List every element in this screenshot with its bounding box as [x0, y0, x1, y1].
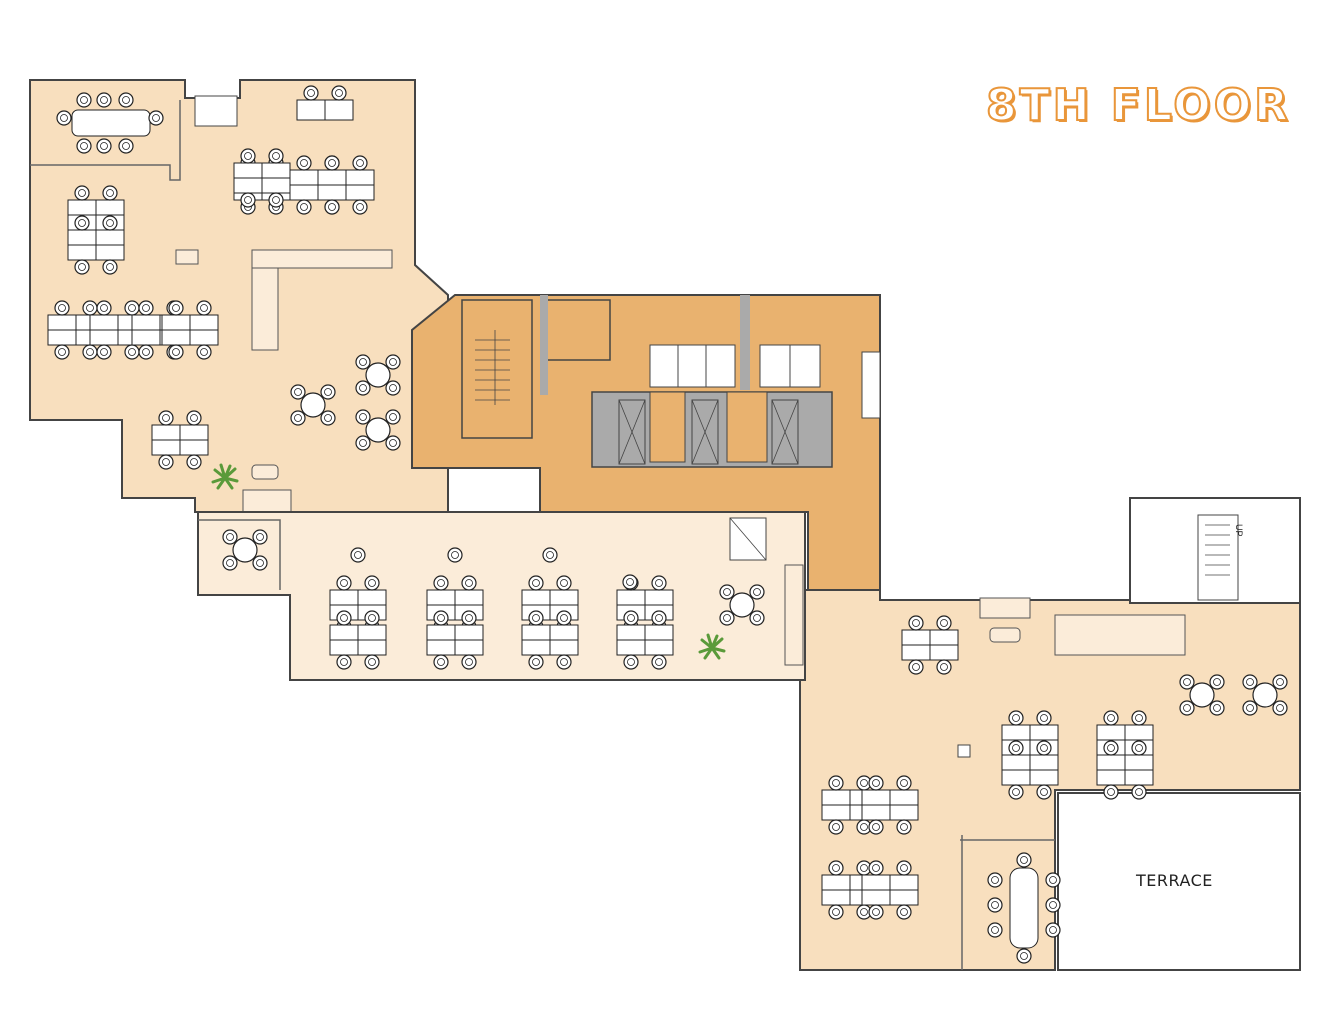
conference-table-east: [987, 852, 1061, 964]
elevator-2: [691, 399, 719, 465]
elevator-3: [771, 399, 799, 465]
terrace-label: TERRACE: [1136, 871, 1213, 890]
conference-table-nw: [56, 92, 164, 154]
stair-up-label: UP: [1234, 524, 1244, 537]
page-title: 8TH FLOOR: [985, 79, 1291, 132]
elevator-1: [618, 399, 646, 465]
west-office-lower: [197, 511, 806, 681]
north-west-office: [29, 79, 449, 513]
